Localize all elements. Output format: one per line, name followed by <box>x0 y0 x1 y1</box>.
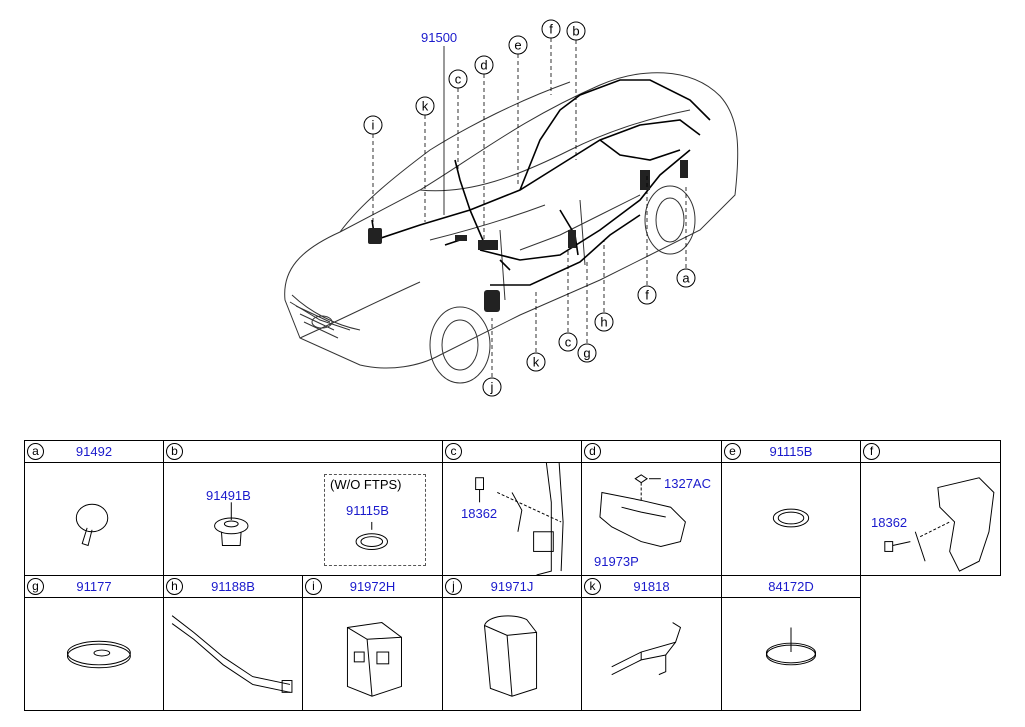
svg-text:h: h <box>600 315 607 330</box>
callout-a-bottom: a <box>676 268 696 288</box>
ref-badge: g <box>27 578 44 595</box>
grommet-plug-icon <box>25 463 163 575</box>
svg-text:b: b <box>572 24 579 39</box>
main-part-number: 91500 <box>421 30 457 45</box>
protector-channel-icon <box>582 598 721 710</box>
part-number: 84172D <box>768 579 814 594</box>
ref-badge: b <box>166 443 183 460</box>
oval-grommet-icon <box>25 598 163 710</box>
wo-ftps-box <box>324 474 426 566</box>
harness-protector-icon <box>164 598 302 710</box>
part-number: 91188B <box>211 579 255 594</box>
svg-text:a: a <box>682 271 690 286</box>
sub-part-18362: 18362 <box>461 506 498 521</box>
ref-badge: j <box>445 578 462 595</box>
callout-b-top: b <box>566 21 586 41</box>
module-cover-icon <box>443 598 581 710</box>
cell-d: d 1327AC 91973P <box>581 440 722 576</box>
relay-box-icon <box>303 598 442 710</box>
callout-e-top: e <box>508 35 528 55</box>
ring-grommet-icon <box>722 463 860 575</box>
svg-text:d: d <box>480 58 487 73</box>
callout-g-bottom: g <box>577 343 597 363</box>
callout-c-bottom: c <box>558 332 578 352</box>
ref-badge: e <box>724 443 741 460</box>
grommet-icon <box>164 463 442 575</box>
callout-h-bottom: h <box>594 312 614 332</box>
svg-text:c: c <box>455 72 462 87</box>
sub-part-1327AC: 1327AC <box>664 476 711 491</box>
bolt-pillar-icon <box>443 463 581 575</box>
cell-b: b 91491B (W/O FTPS) 91115B <box>163 440 443 576</box>
callout-c-top: c <box>448 69 468 89</box>
car-body <box>284 72 739 384</box>
cell-i: i 91972H <box>302 575 443 711</box>
svg-text:g: g <box>583 346 590 361</box>
svg-text:f: f <box>645 288 649 303</box>
ref-badge: c <box>445 443 462 460</box>
leader-lines <box>372 38 687 377</box>
sub-part-91973P: 91973P <box>594 554 639 569</box>
cell-e: e 91115B <box>721 440 861 576</box>
svg-text:c: c <box>565 335 572 350</box>
callout-f-bottom: f <box>637 285 657 305</box>
svg-text:k: k <box>422 99 429 114</box>
part-number: 91971J <box>490 579 534 594</box>
ref-badge: i <box>305 578 322 595</box>
part-number: 91177 <box>76 579 112 594</box>
part-number: 91115B <box>769 444 813 459</box>
cell-k: k 91818 <box>581 575 722 711</box>
ref-badge: a <box>27 443 44 460</box>
harness-components <box>368 160 688 312</box>
svg-text:e: e <box>514 38 521 53</box>
round-plug-icon <box>722 598 860 710</box>
callout-k-bottom: k <box>526 352 546 372</box>
callout-f-top: f <box>541 19 561 39</box>
cell-j: j 91971J <box>442 575 582 711</box>
callout-j-bottom: j <box>482 377 502 397</box>
cell-84172D: 84172D <box>721 575 861 711</box>
part-number: 91972H <box>349 579 396 594</box>
cell-c: c 18362 <box>442 440 582 576</box>
car-wiring-diagram: 91500 f b e d c k i a f h c g k j <box>284 19 739 397</box>
svg-text:i: i <box>372 118 375 133</box>
sub-part-91115B: 91115B <box>346 503 389 518</box>
sub-part-18362: 18362 <box>871 515 908 530</box>
cell-f: f 18362 <box>860 440 1001 576</box>
svg-text:f: f <box>549 22 553 37</box>
part-number: 91818 <box>633 579 670 594</box>
ref-badge: f <box>863 443 880 460</box>
cell-a: a 91492 <box>24 440 164 576</box>
cell-h: h 91188B <box>163 575 303 711</box>
note-wo-ftps: (W/O FTPS) <box>330 477 402 492</box>
callout-i-top: i <box>363 115 383 135</box>
bracket-icon <box>582 463 721 575</box>
bolt-panel-icon <box>861 463 1000 575</box>
ref-badge: h <box>166 578 183 595</box>
cell-g: g 91177 <box>24 575 164 711</box>
callout-k-top: k <box>415 96 435 116</box>
ref-badge: k <box>584 578 601 595</box>
part-number: 91492 <box>75 444 113 459</box>
ref-badge: d <box>584 443 601 460</box>
svg-text:k: k <box>533 355 540 370</box>
sub-part-91491B: 91491B <box>206 488 251 503</box>
svg-text:j: j <box>490 380 494 395</box>
callout-d-top: d <box>474 55 494 75</box>
